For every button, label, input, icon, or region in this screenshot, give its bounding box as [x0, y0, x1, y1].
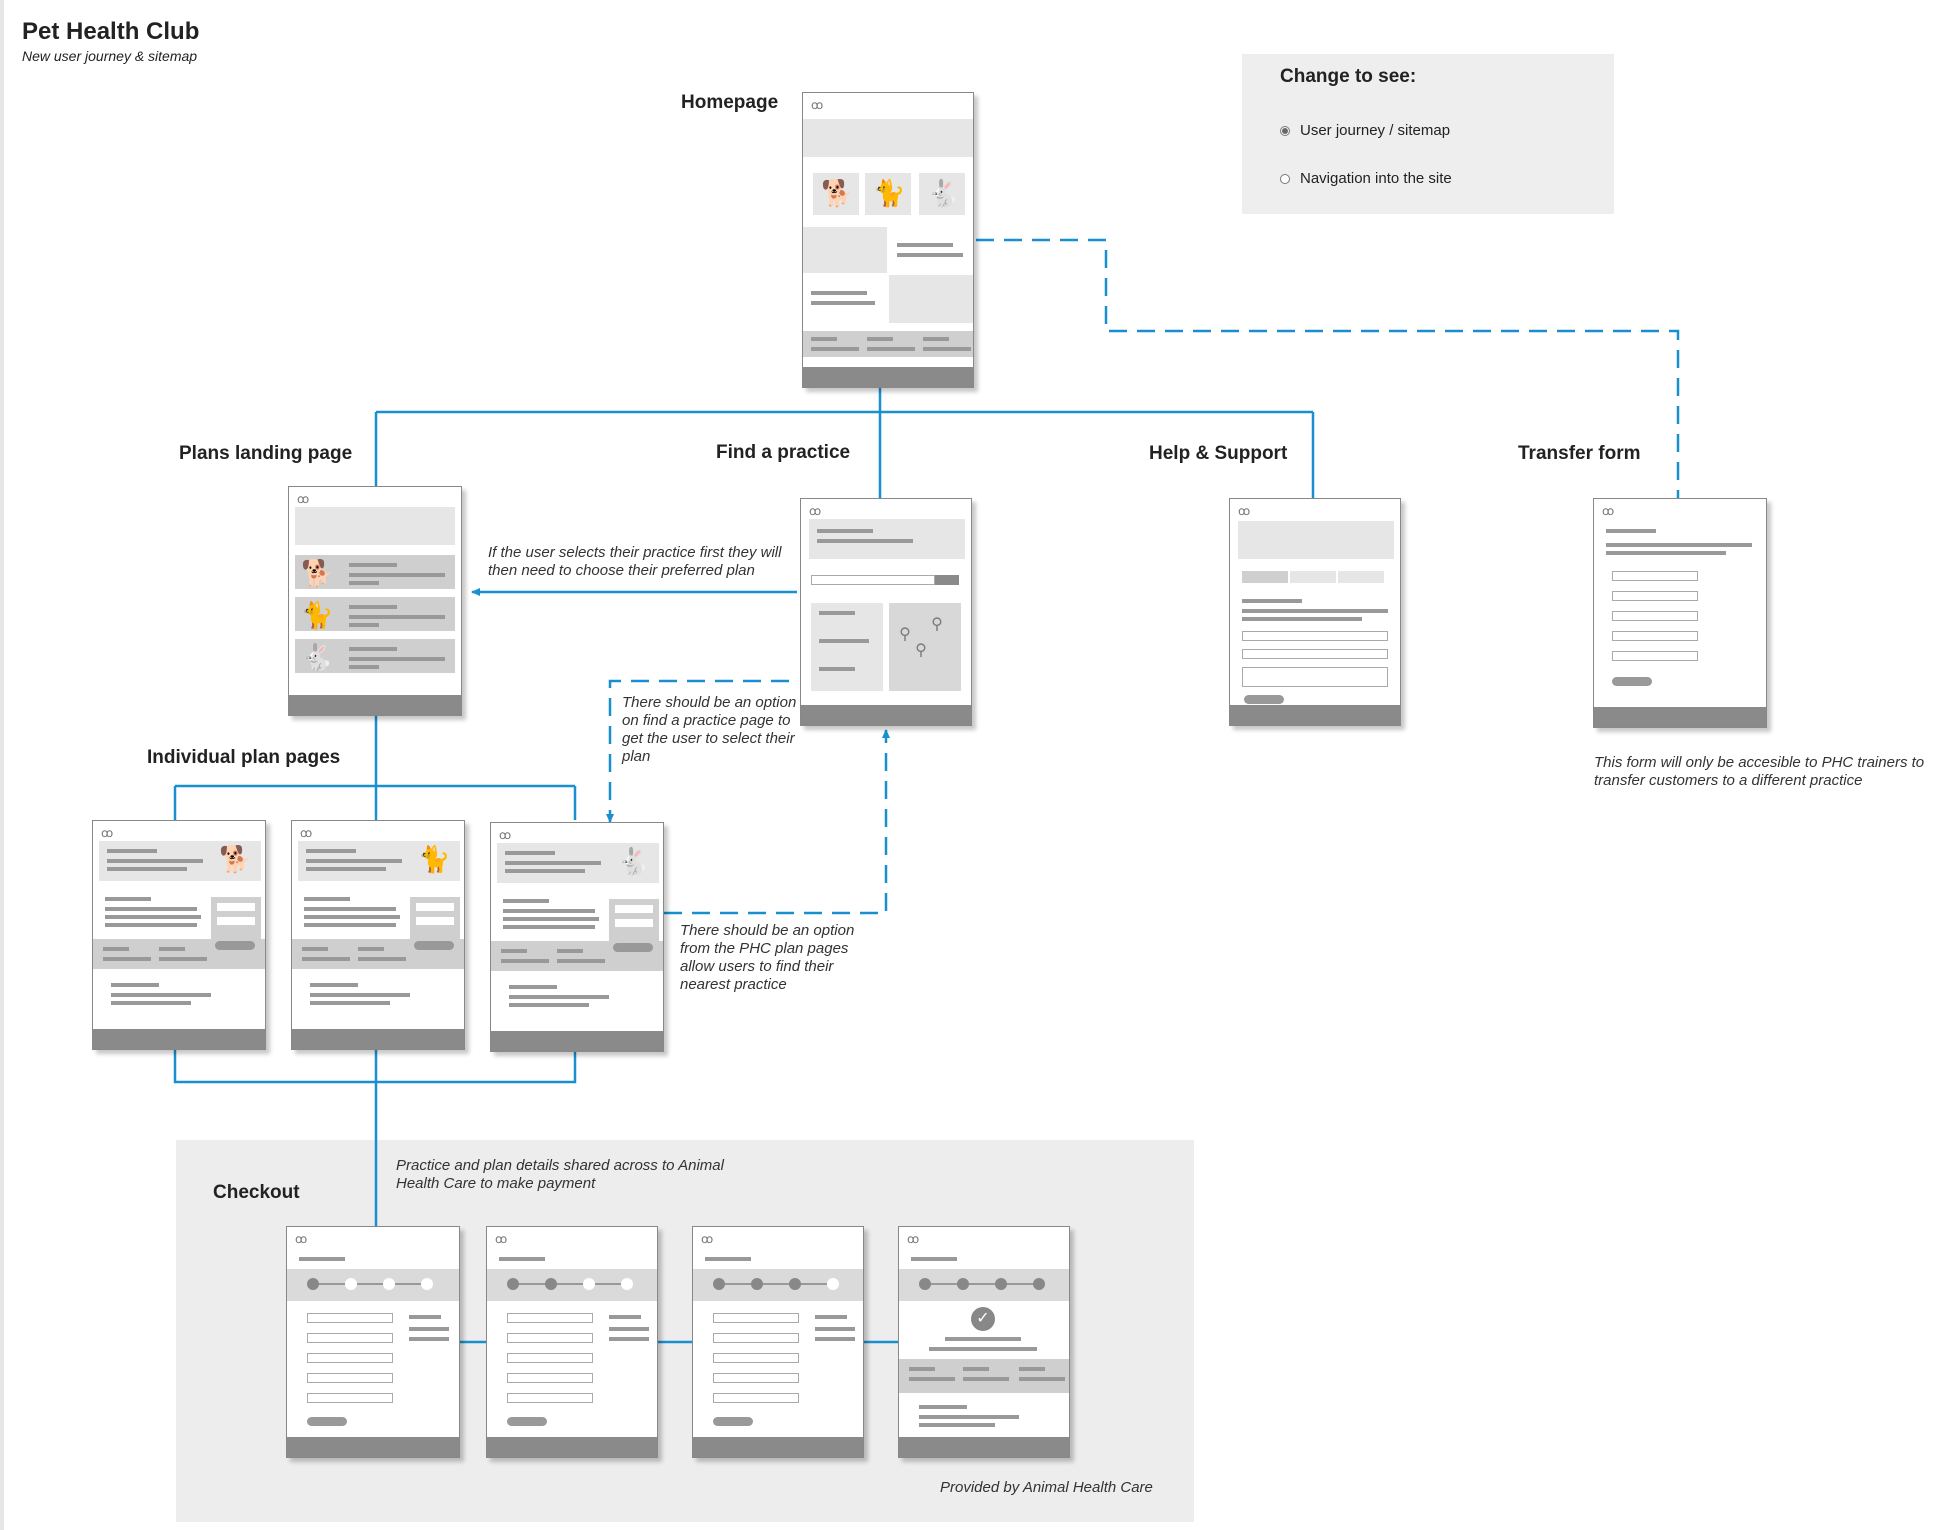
label-transfer-form: Transfer form	[1518, 443, 1641, 464]
paw-icon: ꝏ	[809, 504, 822, 518]
label-find-practice: Find a practice	[716, 442, 851, 463]
paw-icon: ꝏ	[300, 826, 313, 840]
note-transfer-access: This form will only be accesible to PHC …	[1594, 754, 1925, 789]
checkout-step-3-wireframe[interactable]: ꝏ	[692, 1226, 864, 1458]
page-border	[0, 0, 4, 1530]
page-title: Pet Health Club	[22, 18, 200, 45]
transfer-form-wireframe[interactable]: ꝏ	[1593, 498, 1767, 728]
radio-selected-icon	[1280, 125, 1290, 136]
paw-icon: ꝏ	[295, 1232, 308, 1246]
note-find-practice-option: There should be an option on find a prac…	[622, 694, 797, 765]
rabbit-icon: 🐇	[301, 642, 334, 672]
radio-navigation-label: Navigation into the site	[1300, 170, 1452, 187]
paw-icon: ꝏ	[297, 492, 310, 506]
dog-icon: 🐕	[821, 178, 854, 208]
view-toggle-panel: Change to see: User journey / sitemap Na…	[1242, 54, 1614, 214]
map-pin-icon: ⚲	[915, 642, 927, 659]
radio-navigation[interactable]: Navigation into the site	[1280, 170, 1452, 187]
label-help-support: Help & Support	[1149, 443, 1288, 464]
map-pin-icon: ⚲	[899, 626, 911, 643]
note-provided-by: Provided by Animal Health Care	[940, 1479, 1153, 1496]
rabbit-icon: 🐇	[617, 846, 650, 876]
radio-user-journey-label: User journey / sitemap	[1300, 122, 1451, 139]
checkout-step-1-wireframe[interactable]: ꝏ	[286, 1226, 460, 1458]
page-subtitle: New user journey & sitemap	[22, 48, 198, 64]
radio-unselected-icon	[1280, 173, 1290, 184]
paw-icon: ꝏ	[907, 1232, 920, 1246]
dog-icon: 🐕	[219, 844, 252, 874]
paw-icon: ꝏ	[1238, 504, 1251, 518]
label-homepage: Homepage	[681, 92, 779, 113]
paw-icon: ꝏ	[499, 828, 512, 842]
checkout-step-2-wireframe[interactable]: ꝏ	[486, 1226, 658, 1458]
paw-icon: ꝏ	[1602, 504, 1615, 518]
note-practice-first: If the user selects their practice first…	[488, 544, 782, 579]
plans-landing-wireframe[interactable]: ꝏ 🐕 🐈 🐇	[288, 486, 462, 716]
note-plan-pages-option: There should be an option from the PHC p…	[680, 922, 855, 993]
cat-icon: 🐈	[873, 178, 906, 208]
plan-page-cat-wireframe[interactable]: ꝏ 🐈	[291, 820, 465, 1050]
dog-icon: 🐕	[301, 558, 334, 588]
plan-page-dog-wireframe[interactable]: ꝏ 🐕	[92, 820, 266, 1050]
map-pin-icon: ⚲	[931, 616, 943, 633]
view-toggle-heading: Change to see:	[1280, 66, 1417, 87]
paw-icon: ꝏ	[101, 826, 114, 840]
label-individual-plans: Individual plan pages	[147, 747, 341, 768]
label-checkout: Checkout	[213, 1182, 300, 1203]
radio-user-journey[interactable]: User journey / sitemap	[1280, 122, 1450, 139]
help-support-wireframe[interactable]: ꝏ	[1229, 498, 1401, 726]
homepage-wireframe[interactable]: ꝏ 🐕 🐈 🐇	[802, 92, 974, 388]
find-practice-wireframe[interactable]: ꝏ ⚲ ⚲ ⚲	[800, 498, 972, 726]
paw-icon: ꝏ	[495, 1232, 508, 1246]
check-icon: ✓	[971, 1307, 995, 1331]
cat-icon: 🐈	[418, 844, 451, 874]
paw-icon: ꝏ	[811, 98, 824, 112]
checkout-confirmation-wireframe[interactable]: ꝏ ✓	[898, 1226, 1070, 1458]
plan-page-rabbit-wireframe[interactable]: ꝏ 🐇	[490, 822, 664, 1052]
rabbit-icon: 🐇	[927, 178, 960, 208]
paw-icon: ꝏ	[701, 1232, 714, 1246]
cat-icon: 🐈	[301, 600, 334, 630]
note-checkout-shared: Practice and plan details shared across …	[396, 1157, 724, 1192]
label-plans-landing: Plans landing page	[179, 443, 353, 464]
